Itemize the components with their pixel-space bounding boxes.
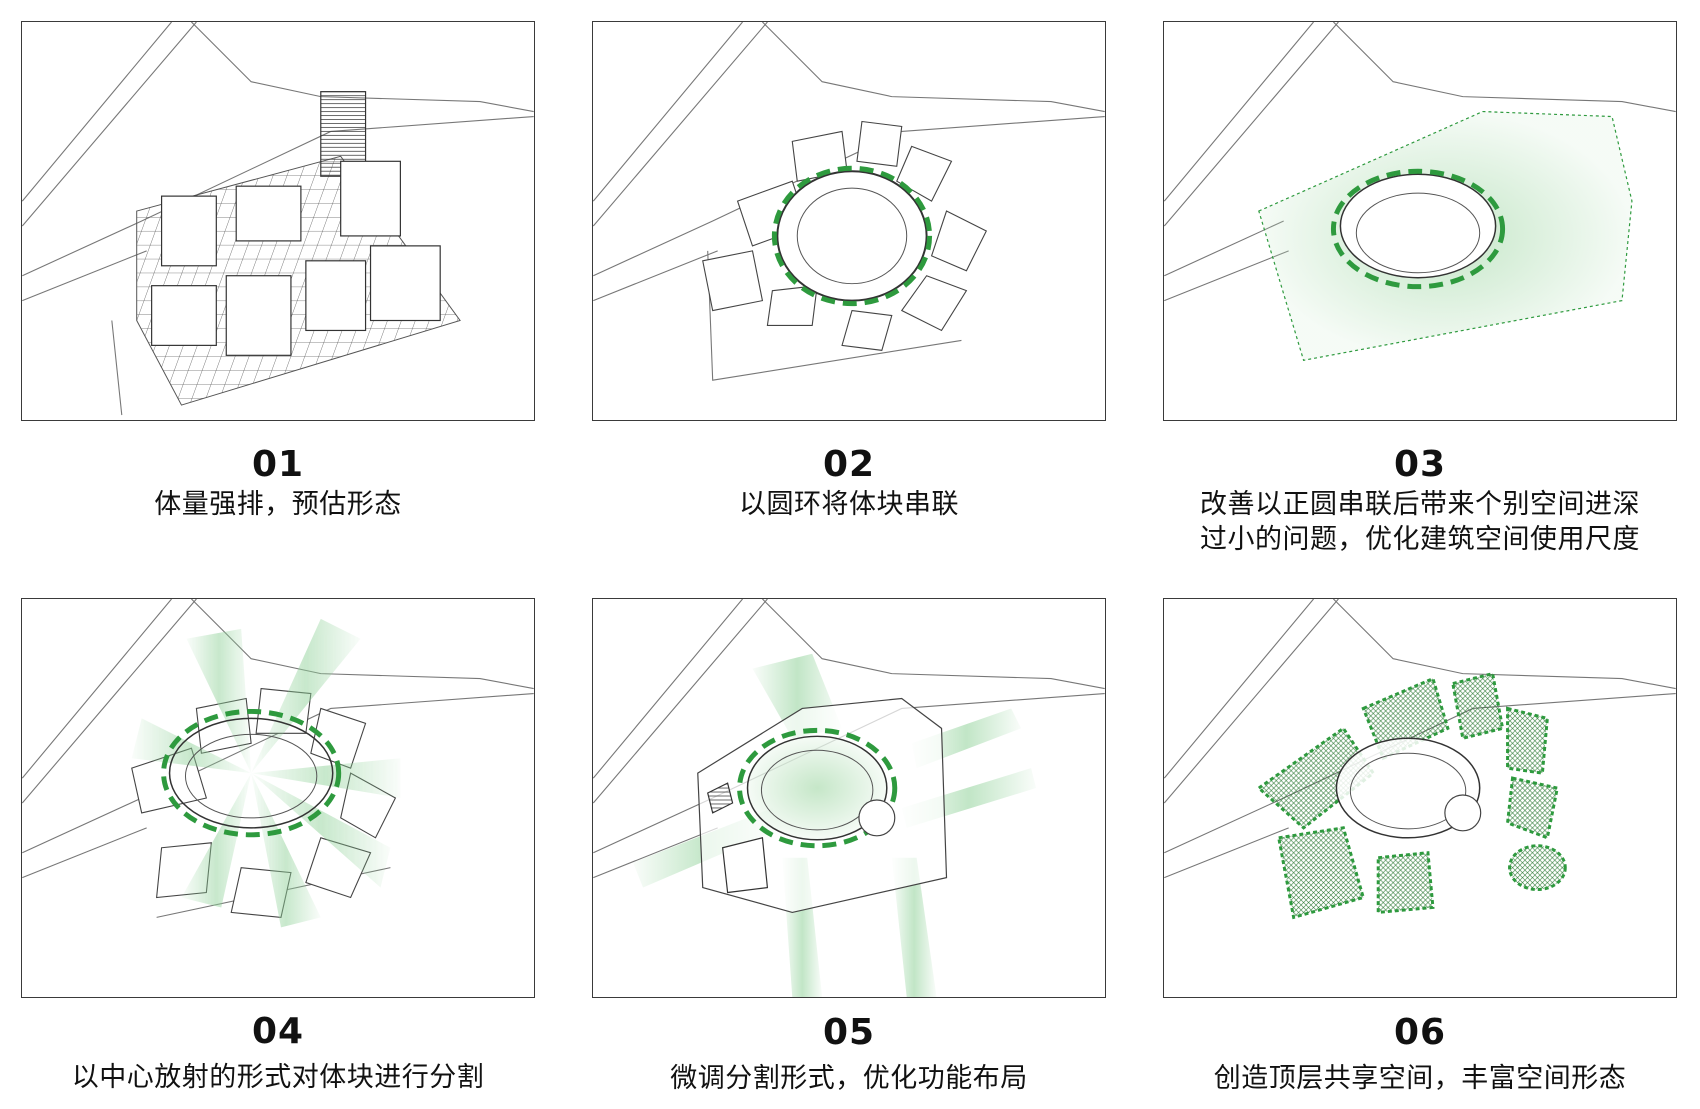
radial-beams [131,618,401,928]
step-02-caption: 02 以圆环将体块串联 [566,443,1132,522]
massing-diagram [22,22,534,416]
step-description-line1: 改善以正圆串联后带来个别空间进深 [1200,489,1640,520]
ellipse-diagram [1164,22,1676,361]
step-02-diagram [592,21,1106,421]
step-number: 03 [1393,444,1447,485]
step-number: 06 [1393,1012,1447,1053]
step-number: 04 [251,1011,305,1052]
round-volume [858,799,896,837]
step-03-caption: 03 改善以正圆串联后带来个别空间进深 过小的问题，优化建筑空间使用尺度 [1137,443,1700,557]
step-description: 微调分割形式，优化功能布局 [670,1063,1028,1094]
step-number: 02 [822,444,876,485]
step-description: 以圆环将体块串联 [739,489,959,520]
step-number: 05 [822,1012,876,1053]
step-description: 创造顶层共享空间，丰富空间形态 [1213,1063,1627,1094]
green-roof-blocks [1256,671,1567,920]
building-blocks [151,91,441,356]
green-ellipse-outline [1330,168,1506,290]
step-06-diagram [1163,598,1677,998]
step-05-diagram [592,598,1106,998]
step-description: 体量强排，预估形态 [154,489,402,520]
step-03-diagram [1163,21,1677,421]
green-ring-outline [771,165,933,307]
step-01-diagram [21,21,535,421]
ring-diagram [593,22,1105,381]
adjusted-layout-diagram [593,599,1105,997]
step-number: 01 [251,444,305,485]
green-ellipse-outline [737,727,898,849]
step-01-caption: 01 体量强排，预估形态 [0,443,561,522]
green-ellipse-outline [161,708,342,838]
step-description: 以中心放射的形式对体块进行分割 [71,1062,485,1093]
step-description-line2: 过小的问题，优化建筑空间使用尺度 [1200,524,1640,555]
radial-division-diagram [22,599,534,928]
rooftop-shared-space-diagram [1164,599,1676,920]
round-volume [1444,794,1482,832]
step-04-diagram [21,598,535,998]
